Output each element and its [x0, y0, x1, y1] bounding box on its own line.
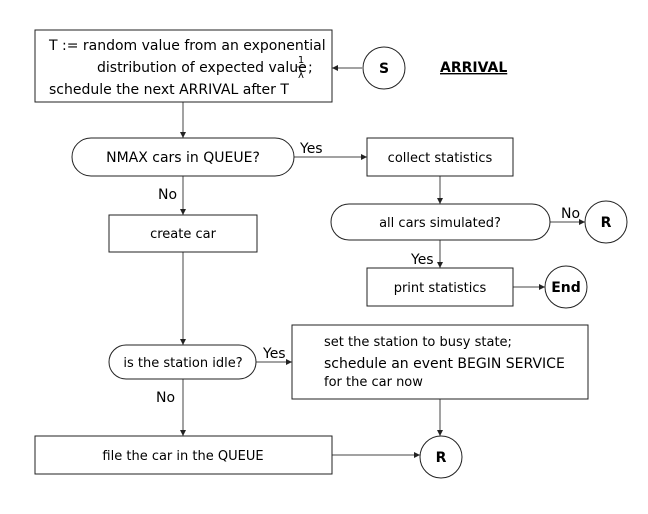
connectors	[180, 65, 585, 458]
file-car-box: file the car in the QUEUE	[34, 435, 333, 475]
return-circle-top: R	[584, 200, 628, 244]
collect-statistics-label: collect statistics	[388, 151, 493, 166]
return-circle-bottom: R	[419, 435, 463, 479]
return-top-label: R	[601, 215, 612, 231]
print-statistics-box: print statistics	[366, 267, 514, 307]
page-title: ARRIVAL	[440, 60, 507, 76]
file-car-label: file the car in the QUEUE	[102, 449, 263, 464]
start-circle: S	[362, 46, 406, 90]
label-no-idle: No	[156, 390, 175, 406]
print-statistics-label: print statistics	[394, 281, 487, 296]
busy-line-1: set the station to busy state;	[324, 335, 512, 350]
create-car-label: create car	[150, 227, 217, 242]
collect-statistics-box: collect statistics	[366, 137, 514, 177]
end-circle: End	[544, 265, 588, 309]
busy-line-2: schedule an event BEGIN SERVICE	[324, 356, 565, 372]
label-yes-queue: Yes	[299, 141, 323, 157]
label-no-all: No	[561, 206, 580, 222]
decision-station-idle: is the station idle?	[108, 344, 257, 380]
busy-line-3: for the car now	[324, 375, 423, 390]
label-yes-idle: Yes	[262, 346, 286, 362]
arrival-fraction-numerator: 1	[298, 55, 304, 66]
decision-queue-full: NMAX cars in QUEUE?	[71, 137, 295, 177]
start-label: S	[379, 61, 389, 77]
decision-all-simulated-label: all cars simulated?	[379, 216, 501, 231]
return-bottom-label: R	[436, 450, 447, 466]
end-label: End	[551, 280, 581, 296]
decision-queue-full-label: NMAX cars in QUEUE?	[106, 150, 260, 166]
arrival-box: T := random value from an exponential di…	[34, 29, 333, 103]
arrival-fraction-denominator: λ	[298, 70, 304, 81]
label-no-queue: No	[158, 187, 177, 203]
arrival-line-3: schedule the next ARRIVAL after T	[49, 82, 289, 98]
create-car-box: create car	[108, 214, 258, 253]
busy-state-box: set the station to busy state; schedule …	[291, 324, 589, 400]
decision-all-simulated: all cars simulated?	[330, 203, 551, 241]
arrival-line-1: T := random value from an exponential	[48, 38, 326, 54]
decision-station-idle-label: is the station idle?	[123, 356, 242, 371]
label-yes-all: Yes	[410, 252, 434, 268]
arrival-line-2: distribution of expected value	[97, 60, 307, 76]
arrival-fraction-tail: ;	[308, 60, 313, 76]
